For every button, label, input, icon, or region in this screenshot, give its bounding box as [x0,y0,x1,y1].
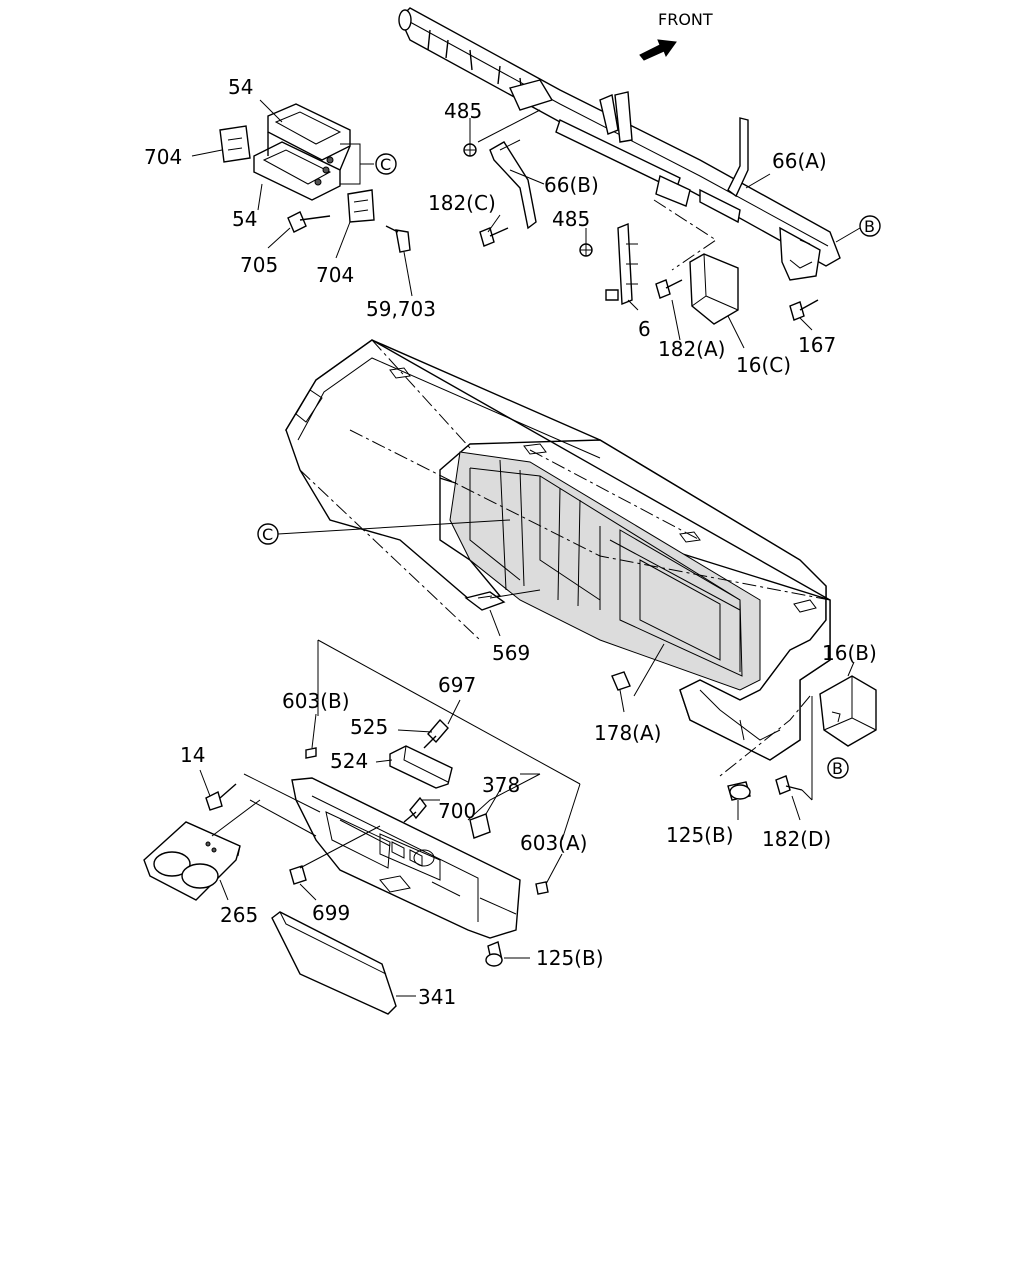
front-label: FRONT [658,10,713,29]
clip-603a [535,881,549,895]
label-178a: 178(A) [594,721,661,745]
callout-b-right: B [859,215,881,237]
label-485-top: 485 [444,99,482,123]
label-59-703: 59,703 [366,297,436,321]
cup-holder-265 [143,799,261,901]
screw-700 [403,796,427,823]
front-arrow-icon [639,39,677,61]
label-54-bottom: 54 [232,207,257,231]
callout-b-lower: B [827,757,849,779]
screw-525 [397,718,449,749]
duct-16b [719,661,877,800]
pocket-assembly-54 [191,99,413,297]
callout-c-center: C [257,519,511,545]
callout-c-upper: C [375,153,397,175]
label-6: 6 [638,317,651,341]
bracket-66b [489,139,537,230]
label-697: 697 [438,673,476,697]
svg-text:C: C [380,155,391,174]
clip-603b [305,713,317,759]
label-603b: 603(B) [282,689,350,713]
label-182c: 182(C) [428,191,496,215]
clip-125b-bottom [485,941,530,967]
label-16b: 16(B) [822,641,877,665]
label-704-left: 704 [144,145,182,169]
label-524: 524 [330,749,368,773]
label-182d: 182(D) [762,827,831,851]
part-labels: 54 704 54 705 704 59,703 485 66(B) 182(C… [144,75,877,1009]
label-182a: 182(A) [658,337,725,361]
clip-569 [464,589,541,637]
label-66b: 66(B) [544,173,599,197]
clip-699 [289,825,381,901]
label-699: 699 [312,901,350,925]
svg-text:C: C [262,525,273,544]
duct-16c [689,253,739,325]
svg-text:B: B [864,217,875,236]
label-569: 569 [492,641,530,665]
center-bezel-697 [291,777,521,939]
label-341: 341 [418,985,456,1009]
instrument-panel-body [284,339,831,761]
label-14: 14 [180,743,205,767]
svg-text:B: B [832,759,843,778]
lid-341 [271,911,416,1015]
label-704-bottom: 704 [316,263,354,287]
label-603a: 603(A) [520,831,587,855]
cross-member-beam [398,7,841,281]
label-167: 167 [798,333,836,357]
clip-178a [611,643,665,713]
label-525: 525 [350,715,388,739]
label-265: 265 [220,903,258,927]
label-700: 700 [438,799,476,823]
fasteners-top [463,143,819,321]
label-66a: 66(A) [772,149,827,173]
leader-lines-top [469,109,861,349]
label-54-top: 54 [228,75,253,99]
pad-378 [469,789,501,839]
label-705: 705 [240,253,278,277]
label-485-mid: 485 [552,207,590,231]
label-125b-right: 125(B) [666,823,734,847]
bracket-6 [605,222,638,306]
leader-lines-697 [243,639,581,885]
label-125b-bottom: 125(B) [536,946,604,970]
fasteners-lower-right [727,775,813,821]
screw-14 [199,769,237,811]
switch-524 [375,745,453,789]
label-378: 378 [482,773,520,797]
front-direction-indicator: FRONT [639,10,713,61]
label-16c: 16(C) [736,353,791,377]
